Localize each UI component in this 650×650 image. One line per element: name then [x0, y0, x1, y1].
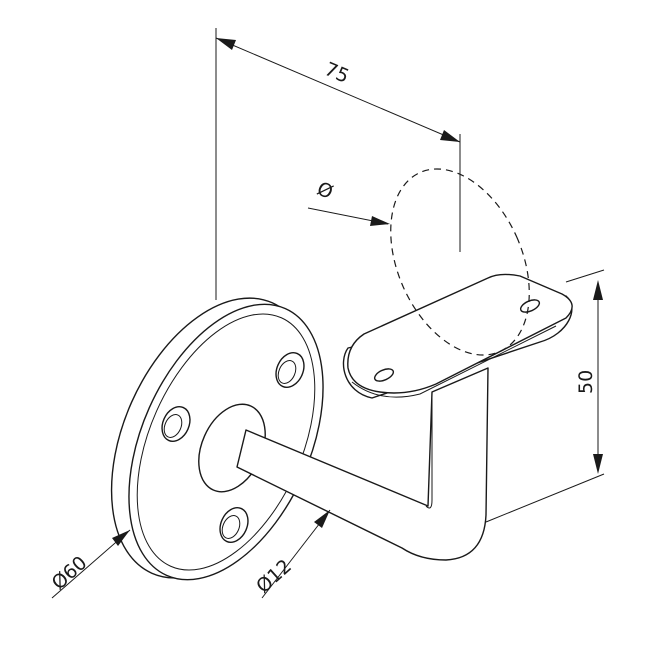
dimension-height: 50 [485, 269, 605, 523]
bent-rod [236, 367, 489, 561]
dimension-base-diameter: Ø60 [48, 529, 131, 599]
base-diameter-label: Ø60 [48, 552, 92, 595]
projection-label: 75 [321, 58, 352, 88]
rail-diameter-label: Ø [314, 178, 337, 204]
saddle-hole-back [519, 299, 541, 313]
screw-hole-bottom [219, 507, 249, 543]
height-label: 50 [575, 370, 597, 394]
base-plate [110, 297, 324, 581]
screw-hole-top [275, 352, 305, 388]
handrail-outline [390, 168, 530, 356]
saddle-plate [342, 273, 573, 399]
screw-hole-left [161, 406, 191, 442]
rod-diameter-label: Ø12 [252, 555, 296, 598]
dimension-rail-diameter: Ø [307, 178, 390, 226]
dimension-projection: 75 [215, 28, 461, 300]
saddle-hole-front [373, 368, 395, 382]
